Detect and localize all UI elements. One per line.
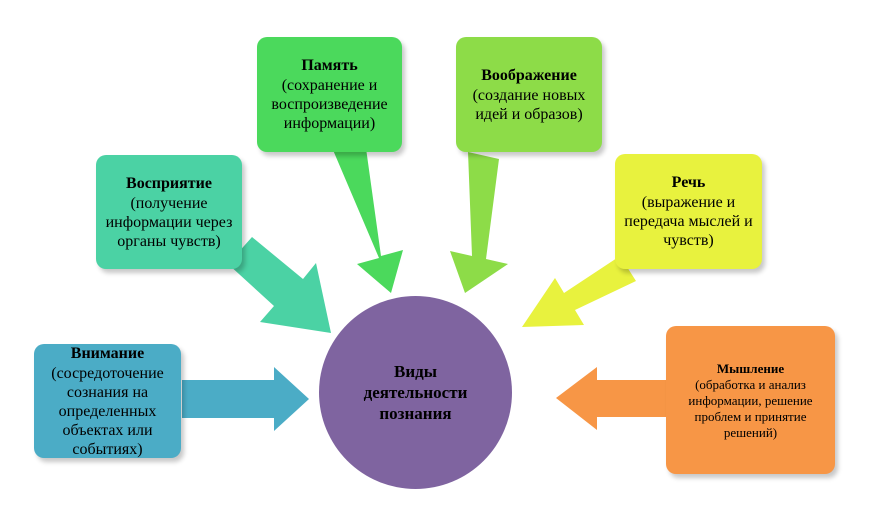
node-perception: Восприятие (получение информации через о… (96, 155, 242, 269)
node-speech: Речь (выражение и передача мыслей и чувс… (615, 154, 762, 269)
node-memory: Память (сохранение и воспроизведение инф… (257, 37, 402, 152)
center-circle: Виды деятельности познания (319, 296, 512, 489)
node-memory-title: Память (301, 57, 358, 74)
arrow-thinking (556, 367, 666, 430)
node-thinking: Мышление (обработка и анализ информации,… (666, 326, 835, 474)
node-attention-desc: (сосредоточение сознания на определенных… (51, 364, 164, 458)
node-thinking-title: Мышление (716, 360, 785, 376)
arrow-attention (182, 367, 309, 431)
node-speech-desc: (выражение и передача мыслей и чувств) (624, 194, 753, 249)
node-speech-title: Речь (671, 174, 706, 191)
node-thinking-desc: (обработка и анализ информации, решение … (688, 376, 813, 440)
node-attention: Внимание (сосредоточение сознания на опр… (34, 344, 181, 458)
arrow-memory (333, 141, 403, 293)
arrow-speech (522, 256, 636, 327)
node-imagination: Воображение (создание новых идей и образ… (456, 37, 602, 152)
node-imagination-title: Воображение (481, 66, 577, 84)
node-memory-desc: (сохранение и воспроизведение информации… (271, 77, 388, 132)
node-imagination-desc: (создание новых идей и образов) (472, 86, 586, 123)
node-perception-title: Восприятие (126, 174, 212, 192)
node-attention-title: Внимание (70, 344, 145, 362)
arrow-perception (228, 237, 331, 333)
center-label: Виды деятельности познания (363, 362, 468, 423)
node-perception-desc: (получение информации через органы чувст… (105, 194, 233, 250)
arrow-imagination (450, 152, 508, 293)
